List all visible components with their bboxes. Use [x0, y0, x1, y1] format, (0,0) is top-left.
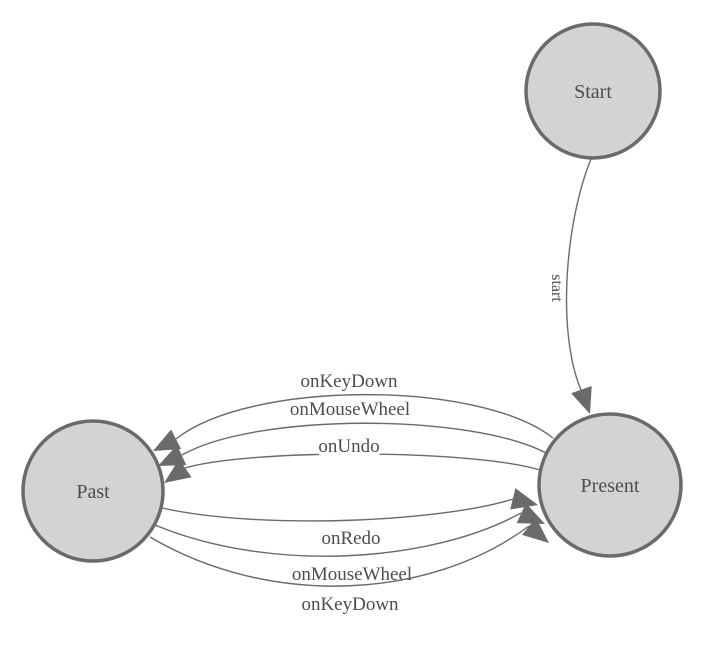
- state-label: Present: [581, 475, 640, 497]
- edge-label: onMouseWheel: [292, 564, 412, 585]
- edge-start-to-present[interactable]: start: [545, 158, 592, 414]
- edge-line: [154, 512, 522, 557]
- edge-line: [565, 158, 592, 391]
- edge-present-to-past-onkeydown[interactable]: onKeyDown: [153, 368, 554, 451]
- state-circle: [537, 412, 683, 558]
- edge-past-to-present-onkeydown[interactable]: onKeyDown: [149, 517, 549, 619]
- arrowhead-icon: [164, 459, 192, 483]
- state-label: Start: [574, 81, 612, 103]
- edge-line: [161, 498, 514, 522]
- state-circle: [21, 419, 165, 563]
- state-circle: [524, 22, 662, 160]
- edge-line: [175, 394, 554, 440]
- edge-label: onMouseWheel: [290, 399, 410, 420]
- arrowhead-icon: [153, 429, 182, 451]
- edge-line: [181, 422, 547, 456]
- state-node-past[interactable]: Past: [21, 419, 165, 563]
- edge-present-to-past-onundo[interactable]: onUndo: [164, 433, 541, 483]
- edge-label: onUndo: [318, 436, 379, 457]
- state-node-start[interactable]: Start: [524, 22, 662, 160]
- edge-label: start: [548, 274, 565, 302]
- edge-line: [184, 453, 541, 471]
- arrowhead-icon: [510, 488, 538, 510]
- arrowhead-icon: [522, 517, 549, 543]
- arrowhead-icon: [516, 503, 545, 524]
- edge-past-to-present-onredo[interactable]: onRedo: [161, 488, 538, 553]
- state-node-present[interactable]: Present: [537, 412, 683, 558]
- edge-line: [149, 525, 530, 587]
- state-label: Past: [76, 481, 110, 503]
- edge-label: onRedo: [321, 528, 380, 549]
- edge-label: onKeyDown: [301, 594, 399, 615]
- edge-present-to-past-onmousewheel[interactable]: onMouseWheel: [158, 396, 547, 466]
- arrowhead-icon: [571, 386, 592, 414]
- edge-label: onKeyDown: [300, 371, 398, 392]
- edge-past-to-present-onmousewheel[interactable]: onMouseWheel: [154, 503, 545, 589]
